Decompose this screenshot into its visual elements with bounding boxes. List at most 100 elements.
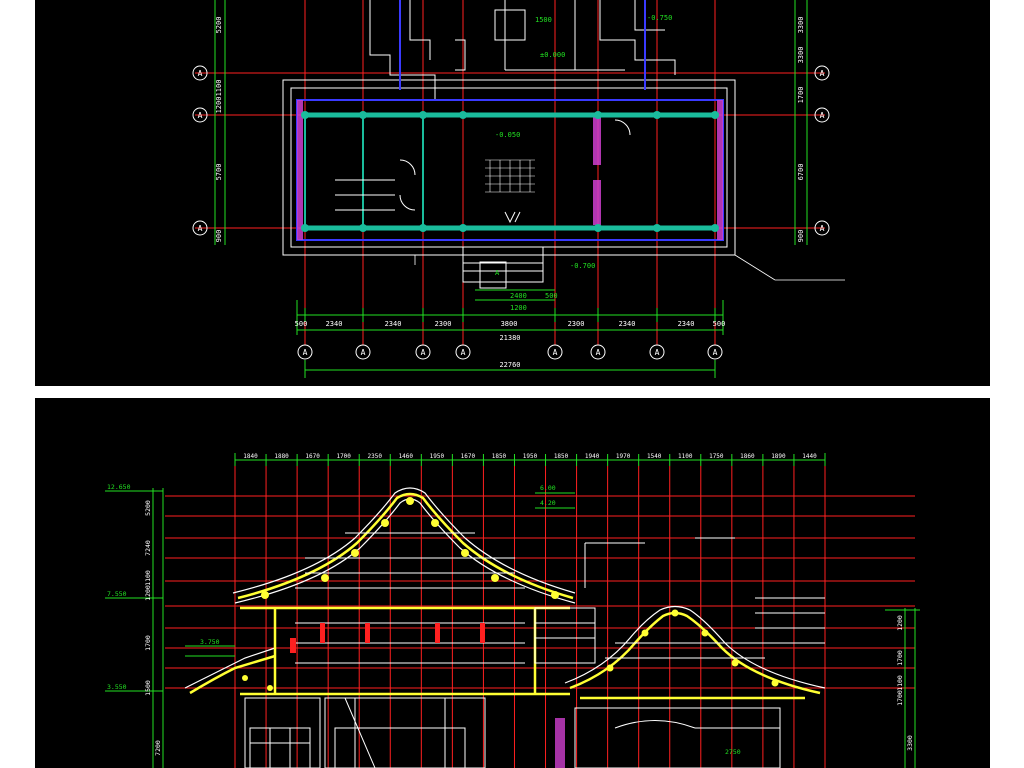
elevation-label: -0.700 xyxy=(570,262,595,270)
column-markers xyxy=(301,111,719,232)
dim-text: 1100 xyxy=(896,675,904,691)
row-label: A xyxy=(198,111,203,120)
section-right-dims: 1200 1700 1100 1700 3300 xyxy=(896,615,914,751)
dim-text: 1670 xyxy=(305,453,320,460)
dim-text: 3800 xyxy=(501,320,518,328)
elevation-label: -0.050 xyxy=(495,131,520,139)
dim-text: 1890 xyxy=(771,453,786,460)
dim-text: 1950 xyxy=(523,453,538,460)
roof-interior xyxy=(295,532,525,664)
dim-text: 1840 xyxy=(243,453,258,460)
right-dimension-texts: 3300 1700 3300 6700 900 xyxy=(797,17,805,243)
dim-text: 1970 xyxy=(616,453,631,460)
elevation-label: 7.550 xyxy=(107,590,127,598)
elevation-marks: -0.750 ±0.000 -0.050 -0.700 2400 500 120… xyxy=(495,14,672,312)
blue-wall-lines xyxy=(296,0,724,241)
dim-text: 1750 xyxy=(709,453,724,460)
stair-dim: 2400 xyxy=(510,292,527,300)
dim-text: 1200 xyxy=(144,585,152,601)
dim-text: 5200 xyxy=(144,500,152,516)
dim-text: 1700 xyxy=(896,650,904,666)
small-label: 1500 xyxy=(535,16,552,24)
axis-bubbles-side xyxy=(192,65,830,236)
dim-text: 900 xyxy=(215,230,223,243)
axis-bubbles-bottom xyxy=(297,344,723,360)
dim-text: 1440 xyxy=(802,453,817,460)
dim-text: 1700 xyxy=(797,87,805,104)
leader-lines xyxy=(414,254,845,281)
axis-label: A xyxy=(303,348,308,357)
dim-text: 1670 xyxy=(461,453,476,460)
dim-text: 7200 xyxy=(154,740,162,756)
axis-label: A xyxy=(596,348,601,357)
left-dimension-texts: 5200 1100 1200 5700 900 xyxy=(215,17,223,243)
dim-text: 1100 xyxy=(215,80,223,97)
columns-lines xyxy=(304,115,424,228)
dim-text: 1950 xyxy=(430,453,445,460)
dim-text: 1700 xyxy=(896,690,904,706)
dim-text: 900 xyxy=(797,230,805,243)
bottom-dimension-texts: 500 2340 2340 2300 3800 2300 2340 2340 5… xyxy=(295,320,726,369)
dimension-ticks xyxy=(296,308,724,322)
row-label: A xyxy=(820,111,825,120)
dim-text: 1700 xyxy=(336,453,351,460)
dim-text: 1500 xyxy=(144,680,152,696)
red-beams xyxy=(290,623,485,653)
dim-text: 7240 xyxy=(144,540,152,556)
dimension-lines xyxy=(214,0,808,378)
dim-text: 1200 xyxy=(215,97,223,114)
axis-label: A xyxy=(553,348,558,357)
dim-text: 21380 xyxy=(499,334,520,342)
dim-text: 2340 xyxy=(619,320,636,328)
stair-dim: 1200 xyxy=(510,304,527,312)
stair-dim: 500 xyxy=(545,292,558,300)
row-label: A xyxy=(198,69,203,78)
main-roof-yellow xyxy=(189,492,574,696)
brackets xyxy=(242,497,559,691)
row-label: A xyxy=(820,69,825,78)
secondary-roof-lines xyxy=(534,537,825,729)
dim-text: 2300 xyxy=(568,320,585,328)
dim-text: 5200 xyxy=(215,17,223,34)
dim-text: 2340 xyxy=(385,320,402,328)
dim-text: 3300 xyxy=(797,47,805,64)
dim-text: 1700 xyxy=(144,635,152,651)
hatch-slant xyxy=(344,697,376,768)
dim-text: 22760 xyxy=(499,361,520,369)
elevation-label: 12.650 xyxy=(107,483,131,491)
dim-text: 1540 xyxy=(647,453,662,460)
dim-text: 2340 xyxy=(678,320,695,328)
row-label: A xyxy=(820,224,825,233)
floor-pattern xyxy=(485,159,535,193)
side-dimension-rails xyxy=(105,488,920,768)
dim-text: 2350 xyxy=(368,453,383,460)
secondary-roof-brackets xyxy=(606,609,779,687)
axis-label: A xyxy=(421,348,426,357)
dim-text: 3300 xyxy=(797,17,805,34)
entrance-stair xyxy=(462,246,544,289)
secondary-roof xyxy=(564,605,826,689)
mid-label: 3.750 xyxy=(200,638,220,646)
section-left-dims: 5200 7240 1100 1200 1700 1500 7200 xyxy=(144,500,162,756)
dim-text: 3300 xyxy=(906,735,914,751)
dim-text: 1460 xyxy=(399,453,414,460)
dim-text: 1880 xyxy=(274,453,289,460)
axis-label: A xyxy=(713,348,718,357)
axis-label: A xyxy=(461,348,466,357)
dim-text: 6700 xyxy=(797,164,805,181)
beams xyxy=(305,112,715,231)
top-dimension-ticks xyxy=(234,454,826,466)
dim-text: 1100 xyxy=(144,570,152,586)
axis-bubble-labels: A A A A A A A A xyxy=(303,348,718,357)
section-elevations-left: 12.650 7.550 3.550 6.00 4.20 3.750 2750 xyxy=(107,483,741,756)
axis-label: A xyxy=(361,348,366,357)
axis-label: A xyxy=(655,348,660,357)
dim-text: 5700 xyxy=(215,164,223,181)
floor-plan-panel: A A A A A A A A A A A A A A 500 2340 234… xyxy=(35,0,990,386)
small-label: 2750 xyxy=(725,748,741,756)
row-label: A xyxy=(198,224,203,233)
upper-walls xyxy=(369,0,676,101)
dim-text: 500 xyxy=(295,320,308,328)
